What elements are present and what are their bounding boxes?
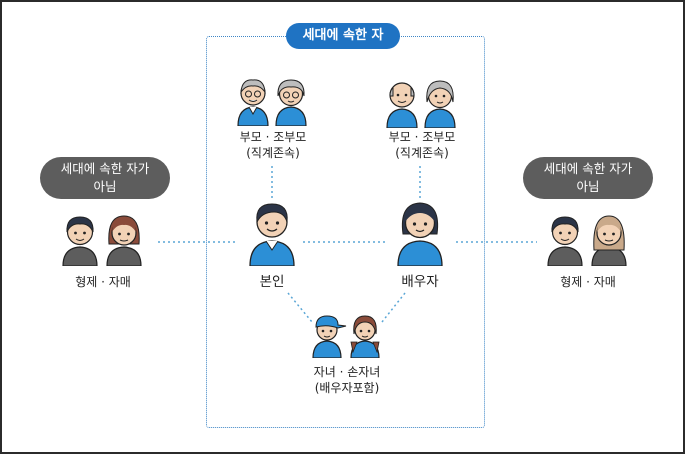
spouse-label: 배우자 (401, 274, 439, 290)
grandparents-left-label: 부모 · 조부모 (239, 130, 307, 144)
not-household-badge-left-line1: 세대에 속한 자가 (60, 161, 150, 176)
connector-self-children (287, 292, 313, 323)
not-household-badge-left: 세대에 속한 자가 아님 (40, 157, 170, 199)
spouse-person-icon (397, 202, 443, 266)
grandparents-right-icon (386, 80, 456, 128)
self-label: 본인 (259, 274, 285, 290)
siblings-right-label: 형제 · 자매 (560, 275, 616, 289)
self-person-icon (249, 203, 295, 266)
siblings-left-icon (62, 215, 142, 266)
grandparents-right-sublabel: (직계존속) (395, 146, 449, 160)
grandparents-right-label: 부모 · 조부모 (388, 130, 456, 144)
not-household-badge-left-line2: 아님 (93, 179, 117, 194)
grandparents-left-sublabel: (직계존속) (246, 146, 300, 160)
connector-spouse-children (381, 292, 406, 323)
children-sublabel: (배우자포함) (314, 381, 380, 395)
not-household-badge-right-line2: 아님 (576, 179, 600, 194)
not-household-badge-right: 세대에 속한 자가 아님 (523, 157, 653, 199)
household-title-badge: 세대에 속한 자 (286, 23, 400, 49)
not-household-badge-right-line1: 세대에 속한 자가 (543, 161, 633, 176)
grandparents-left-icon (237, 79, 307, 126)
children-icon (312, 315, 380, 358)
siblings-right-icon (547, 215, 627, 266)
siblings-left-label: 형제 · 자매 (75, 275, 131, 289)
children-label: 자녀 · 손자녀 (313, 365, 381, 379)
